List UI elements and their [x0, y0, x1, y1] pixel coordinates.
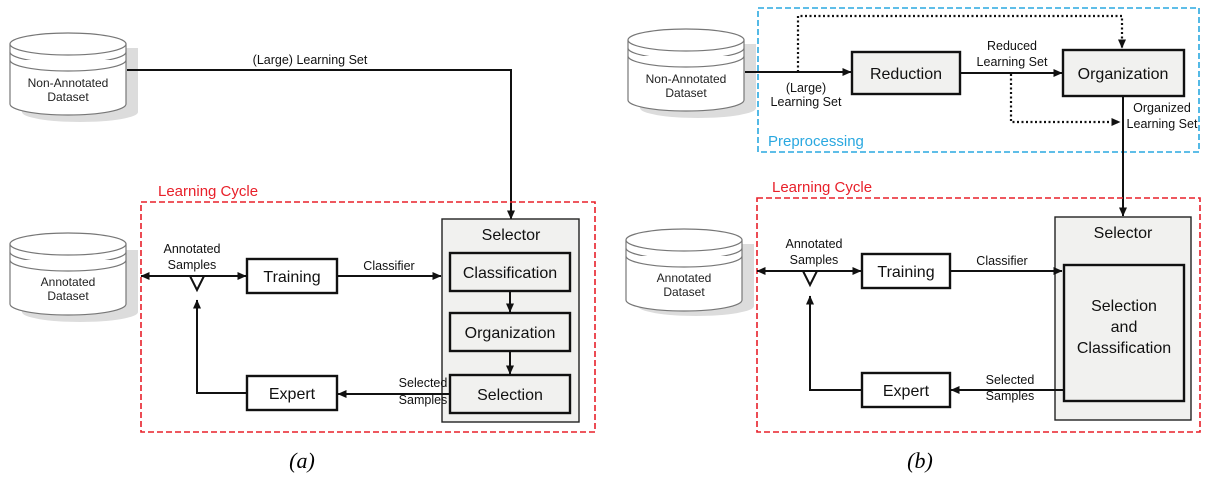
- classifier-label-a: Classifier: [363, 259, 414, 273]
- learning-cycle-region-a: [140, 201, 596, 433]
- annotated-dataset-label-b-1: Annotated: [657, 271, 712, 285]
- classification-box-a: [448, 251, 572, 293]
- annotated-samples-label-a-1: Annotated: [164, 242, 221, 256]
- selection-classification-label-3: Classification: [1077, 340, 1171, 357]
- selection-classification-label-1: Selection: [1091, 298, 1157, 315]
- bypass-to-organization-dotted-arrow: [796, 14, 1126, 72]
- selection-box-a: [448, 373, 572, 415]
- non-annotated-dataset-cylinder-b: Non-Annotated Dataset: [627, 28, 756, 118]
- training-label-a: Training: [263, 269, 320, 286]
- expert-feedback-arrow-b: [806, 295, 862, 391]
- non-annotated-dataset-label-1: Non-Annotated: [28, 76, 109, 90]
- junction-b: [802, 270, 818, 288]
- non-annotated-dataset-label-2: Dataset: [47, 90, 89, 104]
- learning-cycle-label-a: Learning Cycle: [158, 183, 258, 200]
- organization-label-a: Organization: [465, 325, 556, 342]
- organization-box-a: [448, 311, 572, 353]
- annotated-dataset-label-2: Dataset: [47, 289, 89, 303]
- training-label-b: Training: [877, 264, 934, 281]
- organized-learning-set-label-1: Organized: [1133, 101, 1191, 115]
- annotated-samples-label-b-2: Samples: [790, 253, 839, 267]
- selected-samples-label-b-1: Selected: [986, 373, 1035, 387]
- preprocessing-label: Preprocessing: [768, 133, 864, 150]
- classifier-label-b: Classifier: [976, 254, 1027, 268]
- expert-feedback-arrow-a: [193, 299, 247, 394]
- reduced-learning-set-label-1: Reduced: [987, 39, 1037, 53]
- non-annotated-dataset-label-b-1: Non-Annotated: [646, 72, 727, 86]
- classification-label-a: Classification: [463, 265, 557, 282]
- selected-samples-label-a-1: Selected: [399, 376, 448, 390]
- large-learning-set-label-b-1: (Large): [786, 81, 826, 95]
- expert-label-a: Expert: [269, 386, 316, 403]
- non-annotated-dataset-cylinder-a: Non-Annotated Dataset: [9, 32, 138, 122]
- selection-classification-label-2: and: [1111, 319, 1138, 336]
- preprocessing-region: [757, 7, 1200, 153]
- selection-classification-box: [1062, 263, 1186, 403]
- non-annotated-dataset-label-b-2: Dataset: [665, 86, 707, 100]
- annotated-dataset-cylinder-a: Annotated Dataset: [9, 232, 138, 322]
- annotated-dataset-label-b-2: Dataset: [663, 285, 705, 299]
- annotated-dataset-cylinder-b: Annotated Dataset: [625, 228, 754, 316]
- caption-a: (a): [289, 448, 315, 473]
- caption-b: (b): [907, 448, 933, 473]
- panel-b: Preprocessing Non-Annotated Dataset (Lar…: [625, 7, 1201, 473]
- expert-label-b: Expert: [883, 383, 930, 400]
- large-learning-set-label-b-2: Learning Set: [771, 95, 842, 109]
- reduced-learning-set-label-2: Learning Set: [977, 55, 1048, 69]
- reduction-label: Reduction: [870, 66, 942, 83]
- selector-label-a: Selector: [482, 227, 541, 244]
- training-box-b: [860, 252, 952, 290]
- learning-cycle-region-b: [756, 197, 1201, 433]
- selected-samples-label-a-2: Samples: [399, 393, 448, 407]
- learning-cycle-label-b: Learning Cycle: [772, 179, 872, 196]
- organization-label-b: Organization: [1078, 66, 1169, 83]
- panel-a: Non-Annotated Dataset Annotated Dataset …: [9, 32, 596, 473]
- annotated-samples-label-b-1: Annotated: [786, 237, 843, 251]
- organized-learning-set-label-2: Learning Set: [1127, 117, 1198, 131]
- learning-set-label-a: (Large) Learning Set: [253, 53, 368, 67]
- annotated-samples-label-a-2: Samples: [168, 258, 217, 272]
- selector-label-b: Selector: [1094, 225, 1153, 242]
- learning-set-arrow-a: [127, 69, 515, 220]
- junction-a: [189, 275, 205, 293]
- selected-samples-label-b-2: Samples: [986, 389, 1035, 403]
- reduction-box: [850, 50, 962, 96]
- annotated-dataset-label-1: Annotated: [41, 275, 96, 289]
- selection-label-a: Selection: [477, 387, 543, 404]
